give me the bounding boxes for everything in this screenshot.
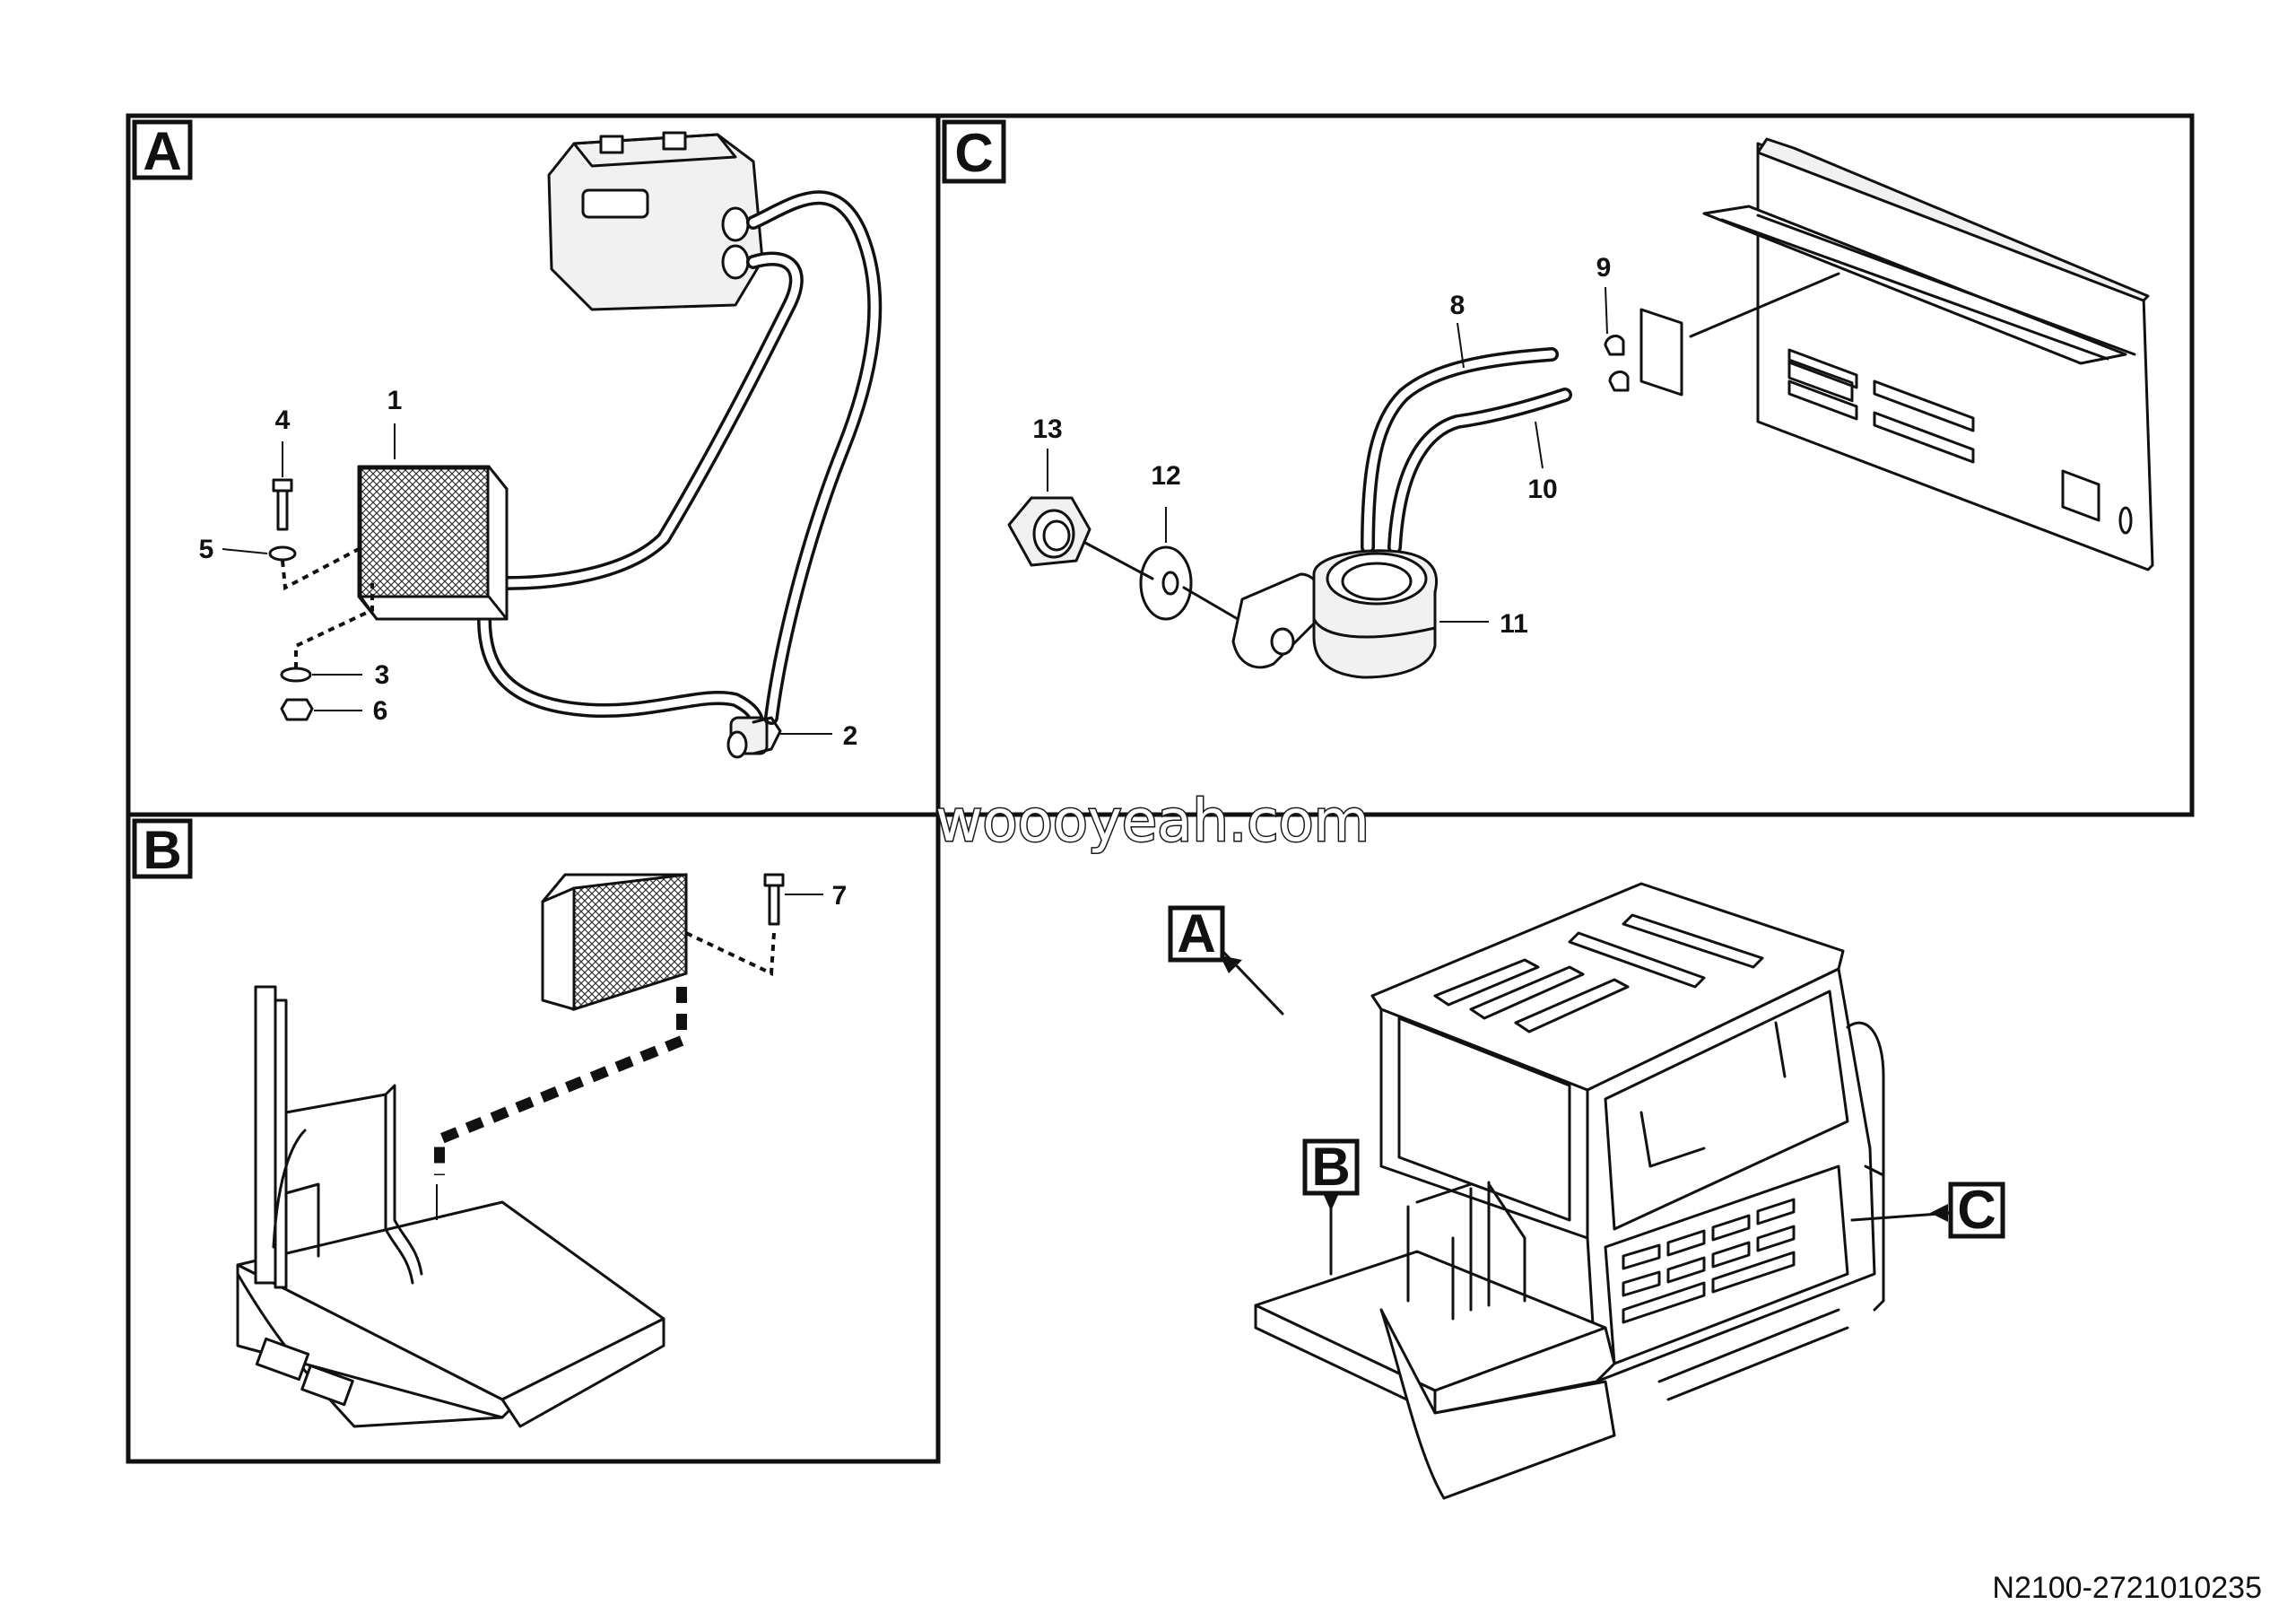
document-number: N2100-2721010235	[1992, 1571, 2262, 1605]
watermark-text: woooyeah.com	[935, 789, 1370, 855]
callout-10: 10	[1527, 475, 1557, 504]
leader-10	[1535, 421, 1544, 469]
overview-label-c-text: C	[1957, 1180, 1996, 1240]
heat-exchanger-panel-b	[541, 873, 688, 1012]
hose-clips-part-9	[1604, 335, 1630, 392]
assembly-line-washer-clamp	[1182, 586, 1239, 621]
callout-7: 7	[832, 881, 848, 911]
cab-front-wall	[1702, 137, 2154, 571]
rear-platform	[236, 985, 665, 1428]
callout-13: 13	[1032, 414, 1062, 444]
panel-a-drawing: 1 2 3 4 5 6	[199, 131, 883, 759]
callout-2: 2	[843, 721, 858, 751]
panel-a-frame	[126, 113, 941, 817]
panel-b-frame	[126, 812, 941, 1464]
valve-part-2	[726, 716, 782, 759]
leader-8	[1457, 322, 1465, 369]
washer-part-3	[280, 667, 312, 683]
assembly-line-nut	[294, 583, 374, 668]
leader-9	[1605, 286, 1608, 335]
callout-5: 5	[199, 535, 214, 564]
washer-part-5	[268, 545, 297, 562]
callout-8: 8	[1450, 291, 1465, 320]
leader-5	[222, 548, 268, 554]
panel-a-letter-box: A	[132, 119, 193, 181]
panel-c-letter-box: C	[942, 119, 1006, 184]
bulkhead-plate	[1639, 308, 1683, 397]
cab-overview	[1254, 882, 1885, 1500]
callout-12: 12	[1151, 461, 1180, 491]
heater-unit	[547, 131, 764, 311]
overview-label-a-text: A	[1177, 903, 1215, 964]
panel-b-drawing: 7	[236, 873, 848, 1428]
heat-exchanger-part-1	[357, 465, 509, 621]
bolt-part-7	[763, 873, 785, 926]
overview-label-c: C	[1850, 1180, 2005, 1240]
panel-frames	[126, 113, 2195, 1464]
nut-part-13	[1007, 496, 1091, 567]
panel-c-letter: C	[954, 123, 993, 183]
callout-6: 6	[373, 696, 388, 726]
assembly-line-bolt	[281, 547, 360, 591]
callout-11: 11	[1500, 609, 1528, 639]
assembly-line-nut-washer	[1083, 541, 1154, 580]
assembly-line-bolt-7	[685, 931, 776, 977]
panel-b-letter: B	[143, 820, 181, 880]
assembly-line-plate-wall	[1689, 272, 1840, 338]
overview-label-b-text: B	[1311, 1137, 1350, 1197]
callout-4: 4	[275, 406, 291, 435]
overview-label-b: B	[1302, 1137, 1360, 1276]
assembly-line-to-platform	[434, 987, 687, 1175]
panel-c-frame	[935, 113, 2195, 817]
callout-1: 1	[387, 386, 403, 415]
clamp-part-11	[1231, 549, 1439, 679]
callout-3: 3	[375, 660, 390, 690]
overview-label-a: A	[1168, 903, 1284, 1016]
washer-part-12	[1139, 545, 1193, 621]
panel-b-letter-box: B	[132, 818, 193, 880]
bolt-part-4	[272, 478, 293, 531]
callout-9: 9	[1596, 253, 1612, 283]
nut-part-6	[280, 698, 314, 721]
hoses-part-8-10	[1361, 347, 1572, 554]
panel-c-drawing: 8 9 10 11 12 13	[1007, 137, 2154, 679]
hoses-panel-a	[477, 190, 883, 734]
panel-a-letter: A	[143, 121, 181, 181]
